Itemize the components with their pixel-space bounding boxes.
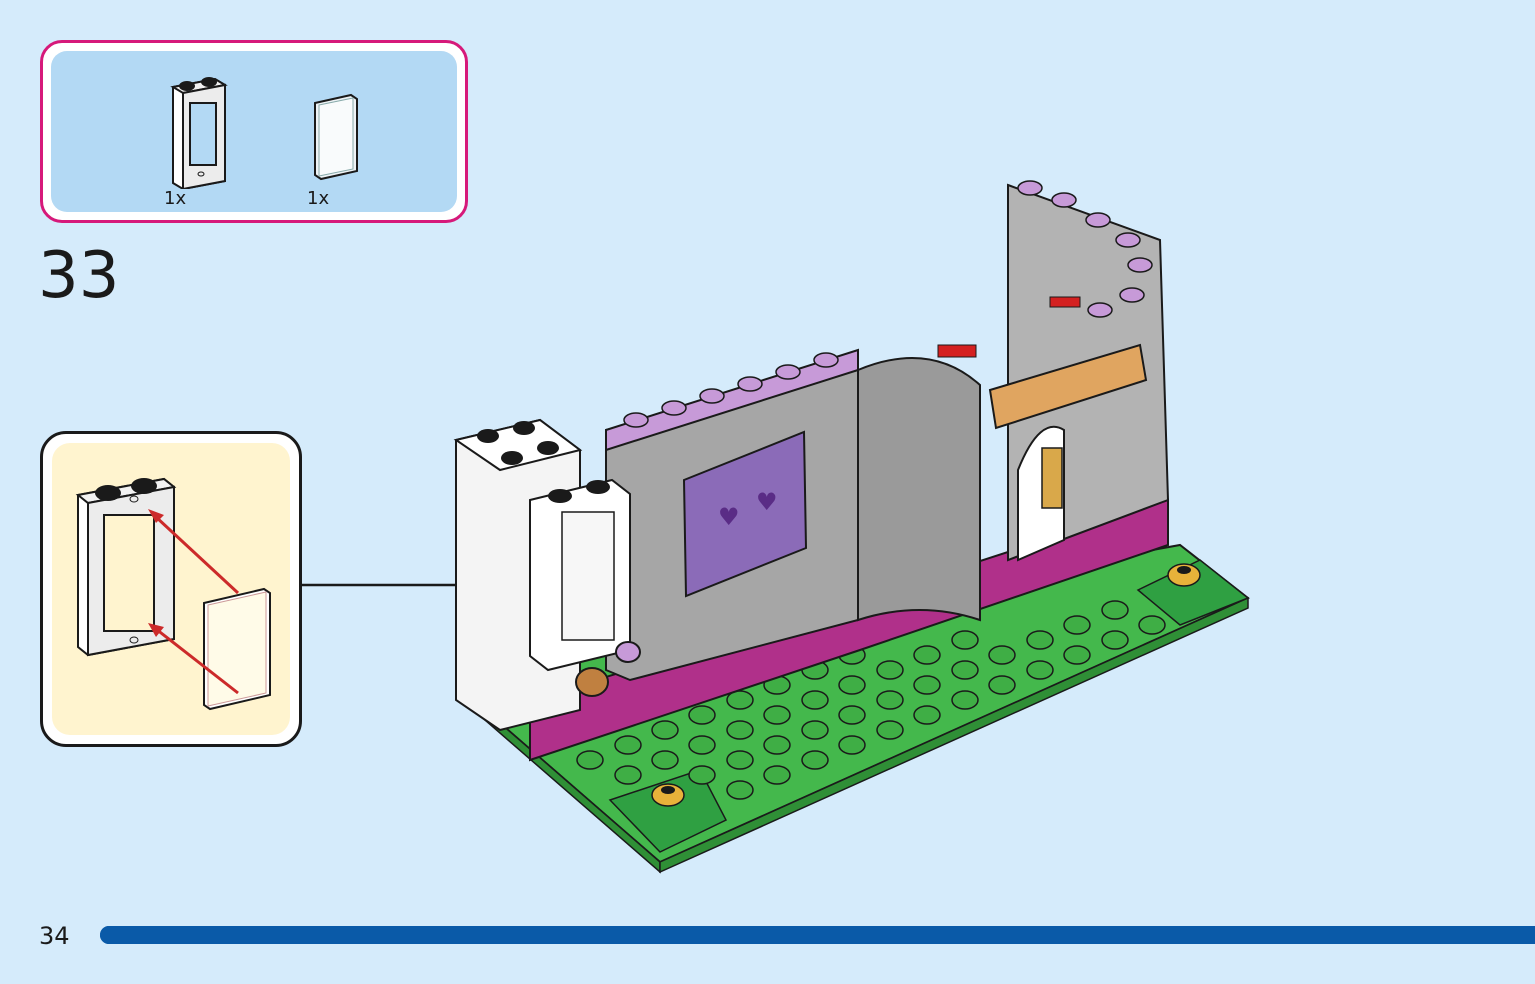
part-1-quantity: 1x [164, 188, 187, 209]
callout-background [52, 443, 290, 735]
gold-bar-decoration [988, 343, 1148, 430]
glass-pane-part-icon [314, 93, 358, 181]
part-2-quantity: 1x [307, 188, 330, 209]
svg-text:♥: ♥ [718, 503, 740, 531]
progress-bar-fill [100, 926, 1535, 944]
window-frame-part-icon [170, 77, 228, 189]
parts-list-background: 1x 1x [51, 51, 457, 212]
step-number: 33 [38, 239, 120, 313]
progress-bar [100, 926, 1535, 944]
page-number: 34 [39, 922, 70, 950]
svg-text:♥: ♥ [756, 488, 778, 516]
parts-list-box: 1x 1x [40, 40, 468, 223]
frame-glass-assembly-illustration [75, 477, 271, 711]
purple-shutter-window [682, 430, 808, 598]
grey-wall-curve [857, 357, 981, 622]
sub-assembly-callout [40, 431, 302, 747]
